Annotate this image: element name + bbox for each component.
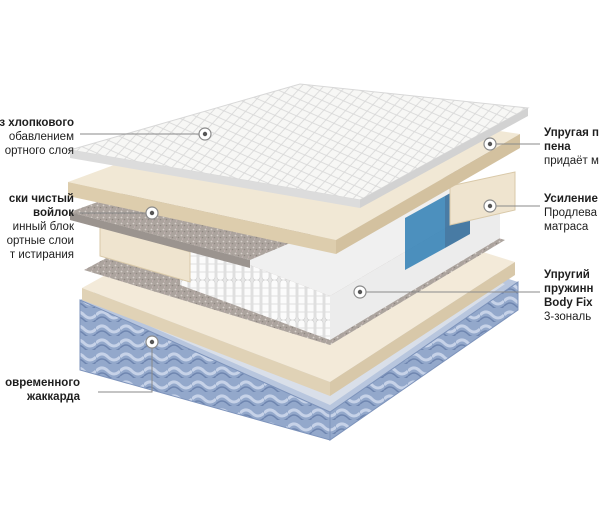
- label-line: войлок: [33, 207, 74, 219]
- leader-lines: [80, 133, 540, 393]
- label-spring-block: Упругий пружинн Body Fix 3-зональ: [544, 268, 593, 324]
- label-line: Body Fix: [544, 297, 593, 309]
- label-line: матраса: [544, 221, 589, 233]
- label-line: инный блок: [12, 221, 74, 233]
- label-line: пружинн: [544, 283, 594, 295]
- label-line: жаккарда: [26, 391, 80, 403]
- callout-dot-icon: [483, 199, 497, 213]
- label-cotton-quilt: з хлопкового обавлением ортного слоя: [0, 116, 74, 158]
- right-foam-rail: [449, 171, 516, 226]
- label-reinforcement: Усиление Продлева матраса: [544, 192, 598, 234]
- label-line: т истирания: [9, 249, 74, 261]
- quilted-top-layer: [69, 83, 530, 208]
- label-line: 3-зональ: [544, 311, 592, 323]
- label-line: ортного слоя: [4, 145, 74, 157]
- callout-dot-icon: [145, 335, 159, 349]
- label-line: Упругий: [544, 269, 590, 281]
- label-line: пена: [544, 141, 571, 153]
- label-line: Усиление: [544, 193, 598, 205]
- label-line: ски чистый: [8, 193, 74, 205]
- label-line: Продлева: [544, 207, 597, 219]
- label-elastic-foam: Упругая п пена придаёт м: [544, 126, 599, 168]
- callout-dot-icon: [353, 285, 367, 299]
- label-line: овременного: [5, 377, 80, 389]
- label-jacquard: овременного жаккарда: [5, 376, 80, 404]
- label-line: ортные слои: [6, 235, 74, 247]
- label-felt: ски чистый войлок инный блок ортные слои…: [7, 192, 74, 262]
- callout-dot-icon: [198, 127, 212, 141]
- label-line: з хлопкового: [0, 117, 74, 129]
- label-line: придаёт м: [544, 155, 599, 167]
- callout-dots: [145, 127, 497, 349]
- callout-dot-icon: [483, 137, 497, 151]
- callout-dot-icon: [145, 206, 159, 220]
- label-line: обавлением: [8, 131, 74, 143]
- label-line: Упругая п: [544, 127, 599, 139]
